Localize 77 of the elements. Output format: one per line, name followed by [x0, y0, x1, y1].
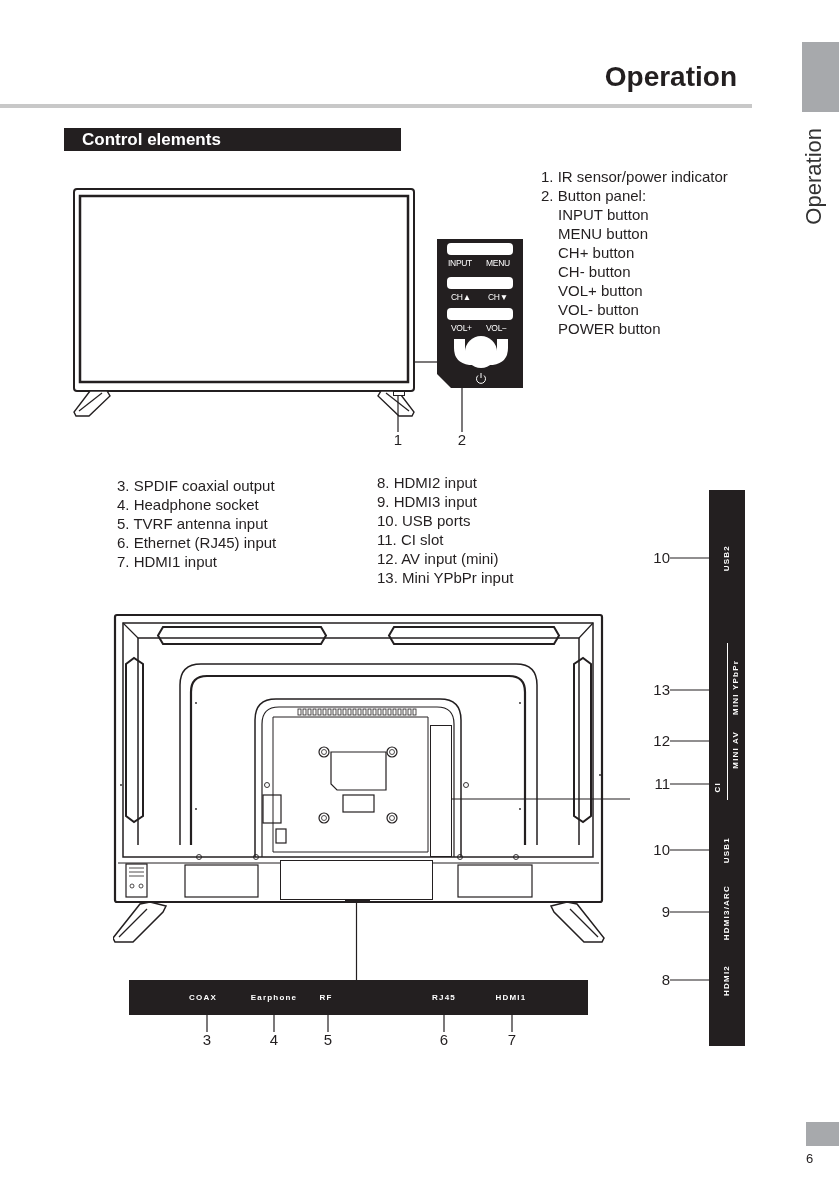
key-label: VOL+ — [451, 323, 472, 333]
key-label: MENU — [486, 258, 510, 268]
leader-line — [669, 557, 710, 559]
port-label: RF — [319, 992, 333, 1003]
list-item: INPUT button — [558, 205, 649, 224]
callout-number: 10 — [653, 550, 670, 566]
port-label: MINI AV — [731, 731, 741, 769]
port-label: Earphone — [250, 992, 298, 1003]
list-item: VOL- button — [558, 300, 639, 319]
list-item: 2. Button panel: — [541, 186, 647, 205]
leader-line — [397, 395, 399, 433]
port-label: HDMI3/ARC — [722, 885, 732, 941]
port-panel — [129, 980, 588, 1015]
port-label: HDMI1 — [495, 992, 527, 1003]
port-label: COAX — [189, 992, 217, 1003]
sensor-window — [393, 391, 405, 396]
key-label: CH▲ — [451, 292, 471, 302]
leader-line — [669, 783, 710, 785]
list-item: 13. Mini YPbPr input — [377, 568, 514, 587]
list-item: VOL+ button — [558, 281, 643, 300]
leader-line — [461, 387, 463, 433]
port-label: HDMI2 — [722, 964, 732, 996]
callout-number: 8 — [661, 972, 670, 988]
callout-number: 6 — [439, 1032, 449, 1048]
port-label: RJ45 — [432, 992, 456, 1003]
leader-line — [443, 1014, 445, 1033]
callout-number: 11 — [654, 776, 670, 792]
callout-number: 13 — [653, 682, 670, 698]
list-item: 8. HDMI2 input — [377, 473, 478, 492]
port-panel — [709, 490, 745, 1046]
list-item: 6. Ethernet (RJ45) input — [117, 533, 277, 552]
list-item: 12. AV input (mini) — [377, 549, 499, 568]
leader-line — [669, 740, 710, 742]
leader-line — [327, 1014, 329, 1033]
leader-line — [669, 979, 710, 981]
section-heading: Control elements — [64, 128, 401, 151]
leader-line — [206, 1014, 208, 1033]
callout-number: 5 — [323, 1032, 333, 1048]
key-label: VOL− — [486, 323, 507, 333]
callout-number: 7 — [507, 1032, 517, 1048]
list-item: 11. CI slot — [377, 530, 444, 549]
callout-number: 2 — [457, 432, 467, 448]
leader-line — [451, 798, 631, 800]
list-item: 7. HDMI1 input — [117, 552, 218, 571]
list-item: CH- button — [558, 262, 631, 281]
callout-number: 1 — [393, 432, 403, 448]
port-label: MINI YPbPr — [731, 659, 741, 715]
port-label: USB1 — [722, 836, 732, 864]
leader-line — [669, 689, 710, 691]
leader-line — [669, 849, 710, 851]
callout-number: 10 — [653, 842, 670, 858]
key-label: INPUT — [448, 258, 472, 268]
callout-number: 9 — [661, 904, 670, 920]
list-item: CH+ button — [558, 243, 635, 262]
callout-number: 3 — [202, 1032, 212, 1048]
port-housing — [280, 860, 433, 900]
list-item: MENU button — [558, 224, 649, 243]
port-label: USB2 — [722, 544, 732, 572]
list-item: 9. HDMI3 input — [377, 492, 478, 511]
list-item: 5. TVRF antenna input — [117, 514, 268, 533]
list-item: 4. Headphone socket — [117, 495, 259, 514]
key-label: CH▼ — [488, 292, 508, 302]
leader-line — [511, 1014, 513, 1033]
list-item: 1. IR sensor/power indicator — [541, 167, 728, 186]
leader-line — [669, 911, 710, 913]
page-number: 6 — [806, 1151, 814, 1167]
port-label: CI — [713, 781, 723, 793]
leader-line — [414, 361, 438, 363]
list-item: POWER button — [558, 319, 661, 338]
page-title: Operation — [604, 61, 737, 93]
callout-number: 12 — [653, 733, 670, 749]
side-tab-label: Operation — [802, 128, 826, 225]
port-bracket — [430, 725, 452, 857]
list-item: 3. SPDIF coaxial output — [117, 476, 275, 495]
leader-line — [273, 1014, 275, 1033]
list-item: 10. USB ports — [377, 511, 471, 530]
callout-number: 4 — [269, 1032, 279, 1048]
